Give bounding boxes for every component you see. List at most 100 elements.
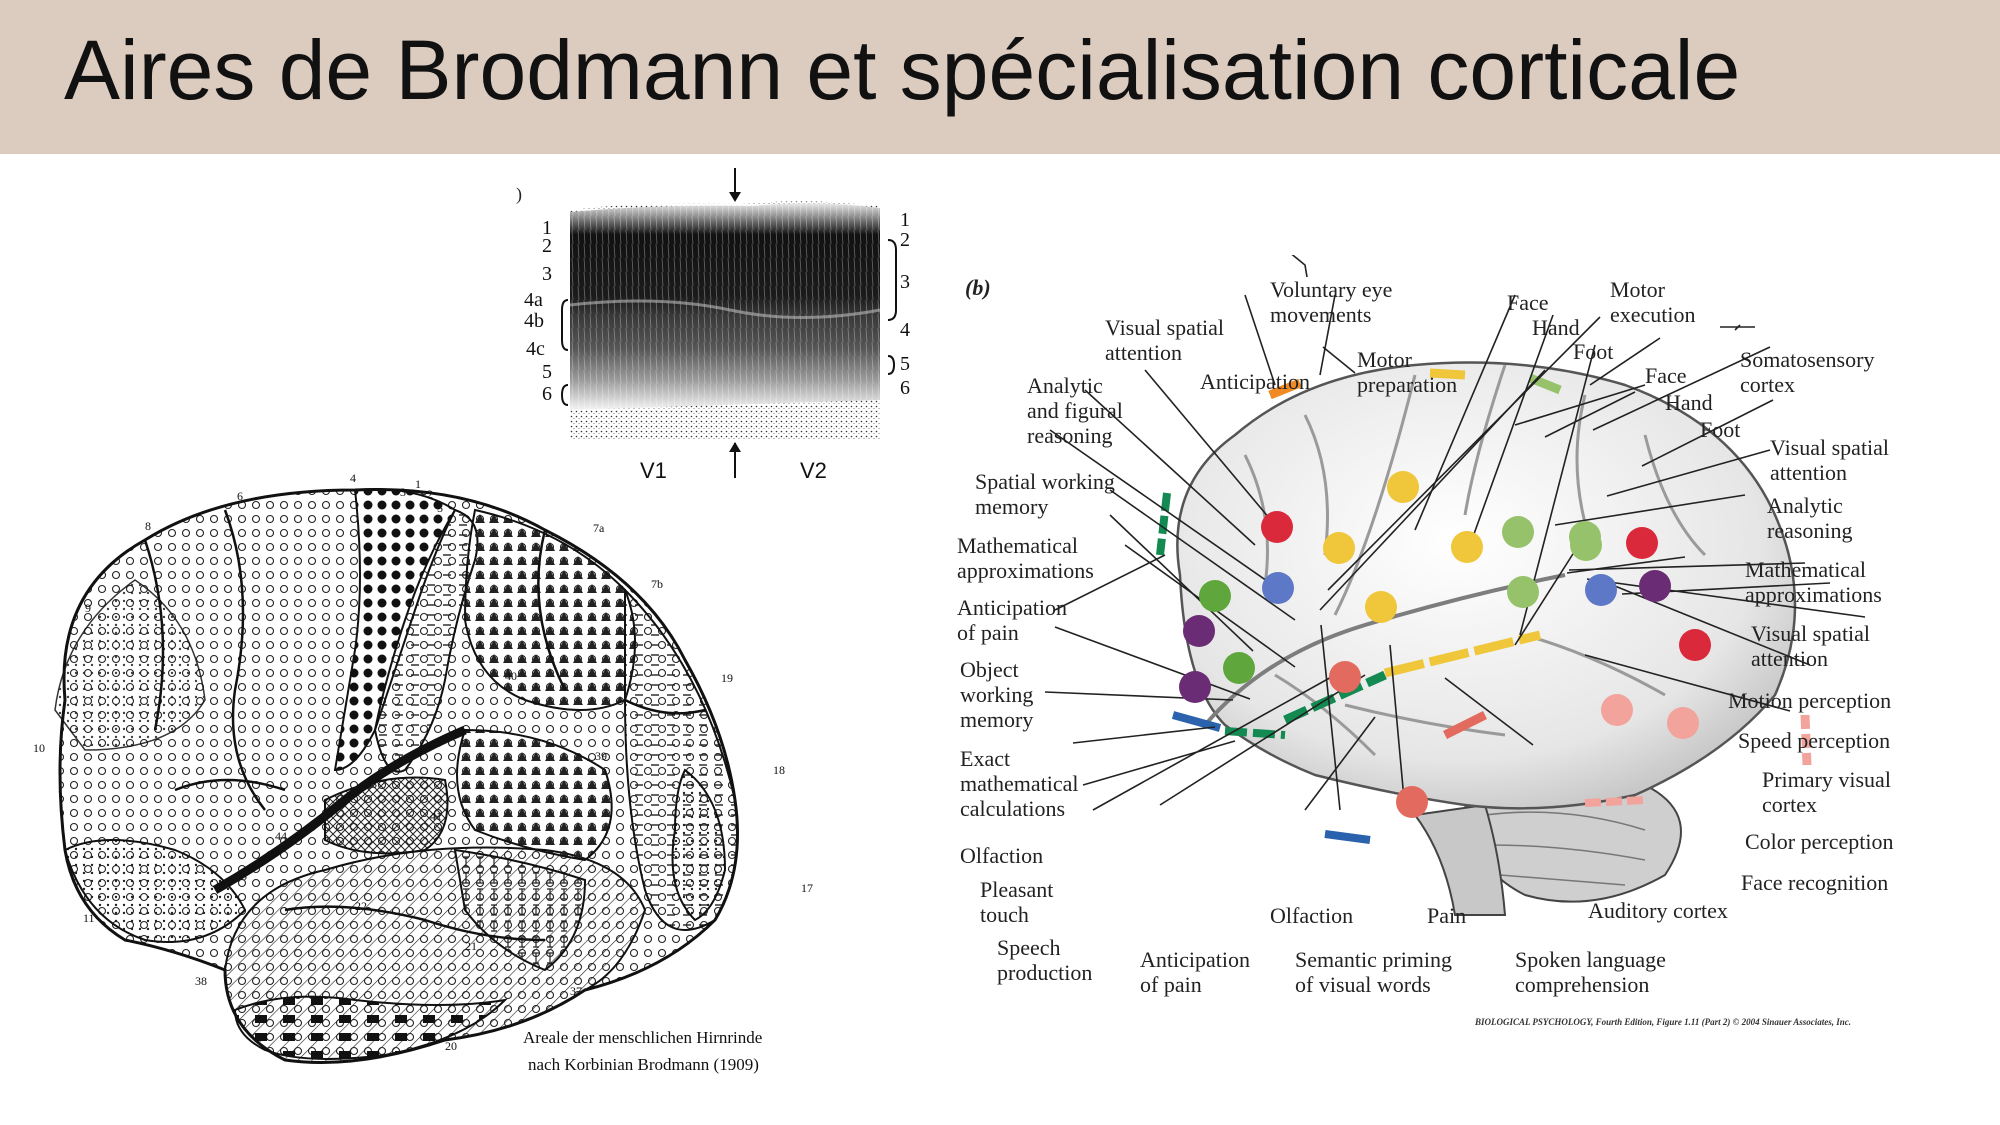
left-layer-5: 5 (542, 361, 552, 383)
area-5-label: 5 (437, 501, 443, 515)
spot-yellow-motor-prep (1387, 471, 1419, 503)
bar-pink-ventral (1584, 796, 1646, 807)
area-20-label: 20 (445, 1039, 457, 1053)
motor-bracket (1291, 255, 1308, 278)
area-numbers: 4 3 1 2 5 6 8 9 10 11 7a 7b 19 18 17 39 … (33, 471, 813, 1053)
brodmann-caption-line2: nach Korbinian Brodmann (1909) (528, 1055, 759, 1074)
activation-spots (1179, 471, 1711, 818)
area-20-region (233, 995, 508, 1060)
bar-blue-bottom (1324, 830, 1371, 844)
right-layer-2: 2 (900, 229, 910, 251)
brodmann-map: 4 3 1 2 5 6 8 9 10 11 7a 7b 19 18 17 39 … (33, 471, 813, 1074)
area-22-label: 22 (355, 899, 367, 913)
area-6-label: 6 (237, 489, 243, 503)
histology-panel-mark: ) (516, 184, 522, 205)
spot-red-right2 (1679, 629, 1711, 661)
left-layer-1: 1 (542, 217, 552, 239)
label-v1: V1 (640, 458, 667, 483)
left-layer-4c: 4c (526, 338, 545, 360)
bar-dark-green-left (1156, 492, 1171, 556)
bar-pink-occipital (1800, 714, 1812, 766)
cortex-fibers (570, 203, 880, 410)
sulci (143, 509, 706, 942)
label-motion-perception: Motion perception (1728, 688, 1891, 713)
spot-green-face (1502, 516, 1534, 548)
spot-purple-math-right (1639, 570, 1671, 602)
label-v2: V2 (800, 458, 827, 483)
label-color-perception: Color perception (1745, 829, 1893, 854)
histology-figure: ) 1 2 3 4a 4b 4c 5 6 1 2 3 4 5 6 V1 V2 (516, 168, 910, 483)
area-45-label: 45 (235, 869, 247, 883)
area-37-label: 37 (570, 984, 582, 998)
bar-yellow-sylvian (1383, 630, 1542, 678)
slide-title: Aires de Brodmann et spécialisation cort… (64, 23, 1741, 117)
area-38-label: 38 (195, 974, 207, 988)
label-olfaction-bottom: Olfaction (1270, 903, 1353, 928)
area-9-label: 9 (85, 601, 91, 615)
area-8-label: 8 (145, 519, 151, 533)
bar-yellow-top (1429, 368, 1466, 380)
figure-credit: BIOLOGICAL PSYCHOLOGY, Fourth Edition, F… (1474, 1017, 1851, 1027)
bar-green-sylvian (1283, 670, 1387, 725)
area-1-label: 1 (415, 477, 421, 491)
label-face-2: Face (1645, 363, 1687, 388)
area-37-region (453, 848, 587, 972)
bracket-3 (887, 239, 897, 321)
spot-red-right1 (1626, 527, 1658, 559)
label-face-1: Face (1507, 290, 1549, 315)
label-hand-1: Hand (1532, 315, 1580, 340)
spot-green-math (1199, 580, 1231, 612)
bar-blue-left (1171, 711, 1222, 732)
cerebellum-folia (1484, 811, 1646, 886)
right-layer-labels: 1 2 3 4 5 6 (900, 209, 910, 399)
label-pain: Pain (1427, 903, 1466, 928)
area-39-label: 39 (595, 749, 607, 763)
title-bar (0, 0, 2000, 154)
bracket-6 (560, 384, 569, 406)
spot-yellow-eye (1323, 532, 1355, 564)
brodmann-caption-line1: Areale der menschlichen Hirnrinde (523, 1028, 762, 1047)
spot-green-hand (1507, 576, 1539, 608)
area-41-label: 41 (430, 809, 442, 823)
label-foot-2: Foot (1700, 417, 1740, 442)
spot-red-visual-spatial (1261, 511, 1293, 543)
spot-blue-analytic (1585, 574, 1617, 606)
label-anticipation: Anticipation (1200, 369, 1310, 394)
area-43-label: 43 (365, 777, 377, 791)
spot-green-object-wm (1223, 652, 1255, 684)
spot-pink-speed (1667, 707, 1699, 739)
right-layer-3: 3 (900, 271, 910, 293)
area-11-label: 11 (83, 911, 95, 925)
area-2-label: 2 (427, 487, 433, 501)
right-layer-6: 6 (900, 377, 910, 399)
right-layer-5: 5 (900, 353, 910, 375)
area-11-region (63, 839, 247, 943)
leader-lines (1044, 294, 1866, 811)
right-layer-1: 1 (900, 209, 910, 231)
bracket-4 (561, 299, 569, 351)
spot-pink-motion (1601, 694, 1633, 726)
spot-light-green (1570, 529, 1602, 561)
area-18-label: 18 (773, 763, 785, 777)
lateral-sulcus (1203, 573, 1566, 727)
brainstem (1413, 803, 1507, 916)
right-layer-4: 4 (900, 319, 910, 341)
left-layer-4a: 4a (524, 289, 543, 311)
left-layer-2: 2 (542, 235, 552, 257)
